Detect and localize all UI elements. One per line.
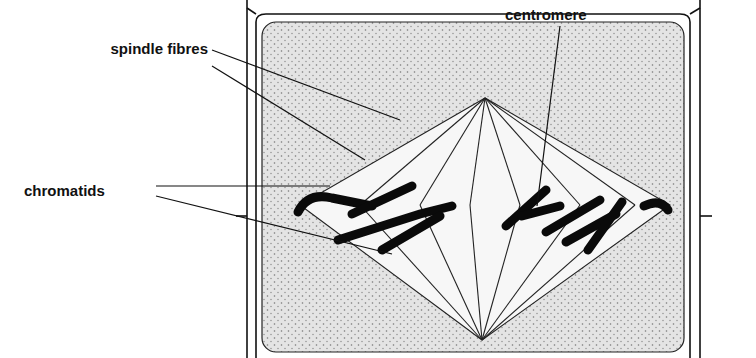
chromatids-label: chromatids — [24, 182, 154, 199]
cell-wall — [236, 0, 712, 358]
spindle-fibres-label: spindle fibres — [110, 40, 208, 57]
chromatids-drawing — [298, 186, 668, 250]
leader-lines — [156, 26, 560, 254]
centromere-label: centromere — [505, 6, 625, 23]
spindle — [300, 98, 670, 340]
cytoplasm — [262, 22, 684, 352]
